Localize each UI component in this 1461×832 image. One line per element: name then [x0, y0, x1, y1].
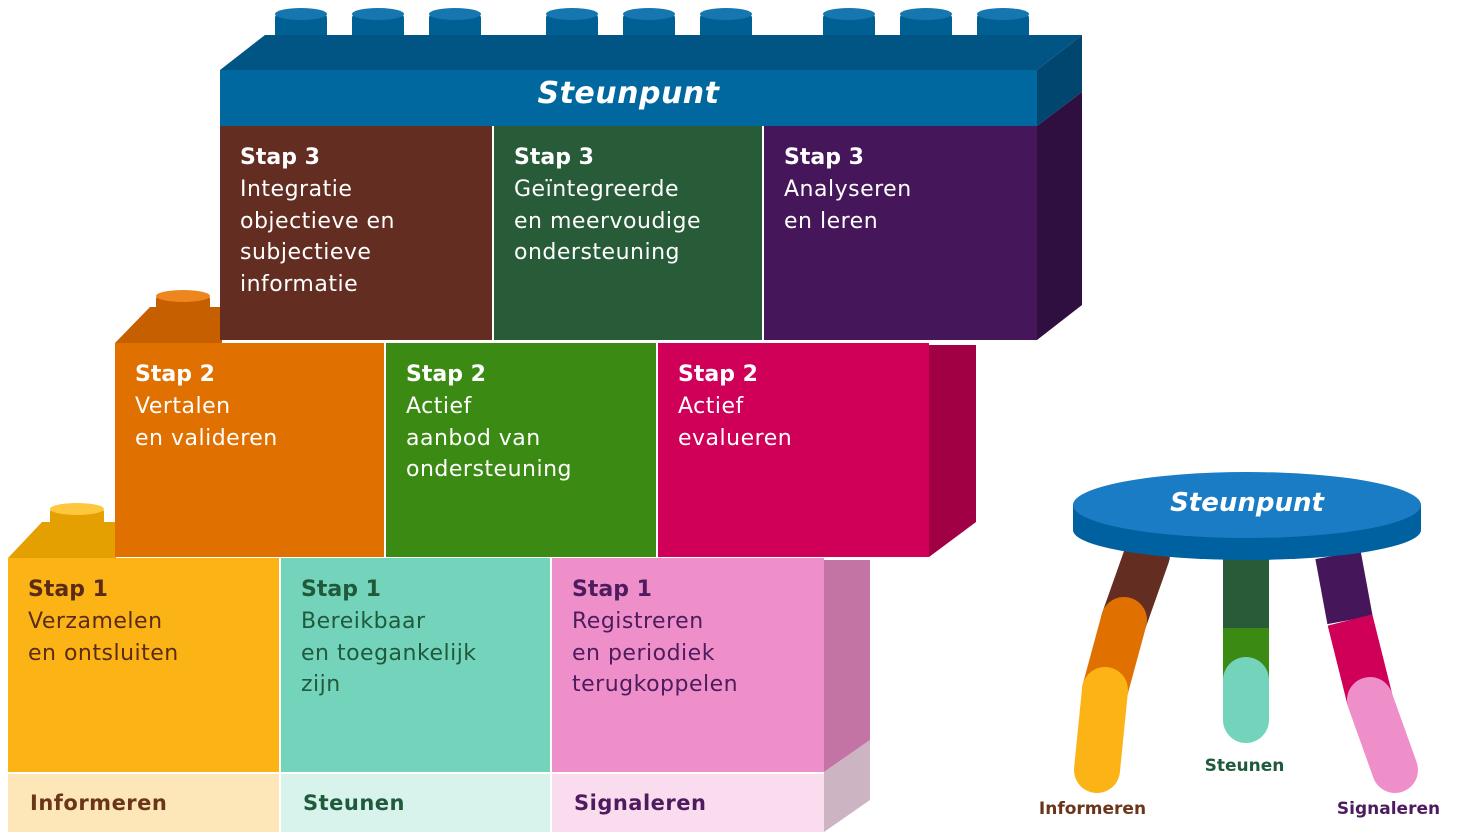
step-desc-line: objectieve en — [240, 208, 395, 234]
pillar-signaleren: Signaleren — [552, 774, 824, 832]
block-stap2-steunen: Stap 2 Actief aanbod van ondersteuning — [386, 343, 656, 557]
stool-leg-label-informeren: Informeren — [1038, 799, 1147, 819]
step-desc-line: Analyseren — [784, 177, 912, 202]
top-block-top-face — [220, 35, 1082, 70]
block-stap2-informeren: Stap 2 Vertalen en valideren — [115, 343, 384, 557]
stap3-side-face — [1037, 92, 1082, 340]
block-stap1-signaleren: Stap 1 Registreren en periodiek terugkop… — [552, 558, 824, 772]
stool-leg-label-signaleren: Signaleren — [1336, 799, 1441, 819]
block-stap3-informeren: Stap 3 Integratie objectieve en subjecti… — [220, 126, 492, 340]
stap1-side-face — [824, 560, 870, 772]
stap2-side-face — [929, 345, 976, 557]
step-desc-line: terugkoppelen — [572, 672, 739, 697]
pillar-side-face — [824, 740, 870, 832]
step-label: Stap 1 — [28, 577, 108, 602]
step-desc-line: en periodiek — [572, 640, 715, 666]
step-desc-line: subjectieve — [240, 240, 372, 265]
pillar-informeren: Informeren — [8, 774, 279, 832]
step-desc-line: informatie — [240, 271, 359, 297]
step-label: Stap 3 — [240, 145, 320, 170]
step-label: Stap 1 — [572, 577, 652, 602]
step-desc-line: Verzamelen — [28, 609, 163, 634]
block-stap1-steunen: Stap 1 Bereikbaar en toegankelijk zijn — [281, 558, 550, 772]
step-label: Stap 1 — [301, 577, 381, 602]
step-desc-line: zijn — [301, 672, 341, 697]
step-desc-line: Actief — [678, 394, 744, 419]
block-stap1-informeren: Stap 1 Verzamelen en ontsluiten — [8, 558, 279, 772]
step-desc-line: Integratie — [240, 177, 353, 202]
step-desc-line: en toegankelijk — [301, 640, 477, 666]
top-block-title: Steunpunt — [537, 76, 720, 111]
step-desc-line: evalueren — [678, 425, 793, 451]
step-label: Stap 2 — [135, 362, 215, 387]
top-block-side-face — [1037, 35, 1082, 126]
step-desc-line: Actief — [406, 394, 472, 419]
stool-title: Steunpunt — [1170, 488, 1324, 518]
step-label: Stap 2 — [678, 362, 758, 387]
stool-leg-right — [1315, 550, 1418, 793]
step-desc-line: en valideren — [135, 425, 278, 451]
stool-leg-label-steunen: Steunen — [1204, 756, 1285, 776]
top-block-front — [220, 70, 1037, 126]
stool-leg-left — [1074, 532, 1170, 793]
step-desc-line: ondersteuning — [406, 457, 572, 482]
block-stap3-signaleren: Stap 3 Analyseren en leren — [764, 126, 1037, 340]
step-label: Stap 3 — [784, 145, 864, 170]
step-desc-line: aanbod van — [406, 425, 541, 451]
step-label: Stap 2 — [406, 362, 486, 387]
pillar-steunen: Steunen — [281, 774, 550, 832]
step-desc-line: Geïntegreerde — [514, 177, 680, 202]
block-stap2-signaleren: Stap 2 Actief evalueren — [658, 343, 929, 557]
step-desc-line: Registreren — [572, 609, 704, 634]
step-desc-line: en ontsluiten — [28, 640, 179, 666]
stool-seat — [1073, 472, 1421, 538]
step-desc-line: en meervoudige — [514, 208, 702, 234]
step-desc-line: Vertalen — [135, 394, 231, 419]
step-desc-line: ondersteuning — [514, 240, 680, 265]
step-desc-line: Bereikbaar — [301, 609, 426, 634]
step-desc-line: en leren — [784, 208, 879, 234]
block-stap3-steunen: Stap 3 Geïntegreerde en meervoudige onde… — [494, 126, 762, 340]
step-label: Stap 3 — [514, 145, 594, 170]
